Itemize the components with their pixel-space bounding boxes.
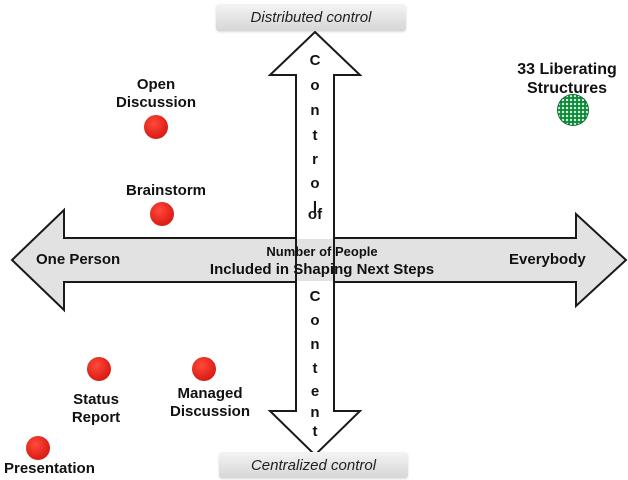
open-discussion-dot bbox=[144, 115, 168, 139]
open-discussion-line1: Open bbox=[136, 76, 176, 93]
managed-discussion-line2: Discussion bbox=[169, 403, 251, 420]
centralized-control-label: Centralized control bbox=[219, 452, 408, 478]
managed-discussion-label: Managed Discussion bbox=[170, 385, 250, 421]
axis-letter: e bbox=[310, 383, 320, 400]
status-report-line1: Status bbox=[73, 391, 119, 408]
distributed-control-text: Distributed control bbox=[250, 9, 372, 26]
managed-discussion-line1: Managed bbox=[177, 385, 243, 402]
open-discussion-line2: Discussion bbox=[115, 94, 197, 111]
brainstorm-dot bbox=[150, 202, 174, 226]
axis-letter: o bbox=[310, 312, 320, 329]
center-subtitle: Included in Shaping Next Steps bbox=[209, 261, 435, 278]
axis-letter: C bbox=[309, 52, 321, 69]
managed-discussion-dot bbox=[192, 357, 216, 381]
presentation-dot bbox=[26, 436, 50, 460]
liberating-structures-label: 33 Liberating Structures bbox=[517, 60, 617, 98]
axis-word-of: of bbox=[307, 206, 323, 223]
axis-letter: t bbox=[312, 423, 318, 440]
liberating-structures-line1: 33 Liberating bbox=[517, 61, 617, 78]
distributed-control-label: Distributed control bbox=[216, 4, 406, 31]
axis-letter: n bbox=[310, 102, 320, 119]
axis-letter: n bbox=[310, 336, 320, 353]
axis-letter: t bbox=[312, 127, 318, 144]
axis-letter: C bbox=[309, 288, 321, 305]
axis-crossing bbox=[297, 239, 333, 281]
axis-letter: t bbox=[312, 360, 318, 377]
centralized-control-text: Centralized control bbox=[250, 456, 377, 474]
status-report-dot bbox=[87, 357, 111, 381]
axis-letter: n bbox=[310, 404, 320, 421]
liberating-structures-line2: Structures bbox=[526, 80, 608, 98]
axis-letter: r bbox=[312, 151, 318, 168]
everybody-label: Everybody bbox=[509, 251, 586, 268]
axis-letter: o bbox=[310, 77, 320, 94]
one-person-label: One Person bbox=[36, 251, 121, 268]
brainstorm-label: Brainstorm bbox=[125, 182, 207, 199]
status-report-line2: Report bbox=[71, 409, 121, 426]
axis-letter: o bbox=[310, 175, 320, 192]
liberating-structures-dot bbox=[557, 94, 589, 126]
presentation-label: Presentation bbox=[4, 460, 95, 477]
open-discussion-label: Open Discussion bbox=[116, 76, 196, 112]
center-title: Number of People bbox=[266, 244, 378, 259]
axis-letter: l bbox=[312, 199, 318, 216]
status-report-label: Status Report bbox=[72, 391, 120, 427]
